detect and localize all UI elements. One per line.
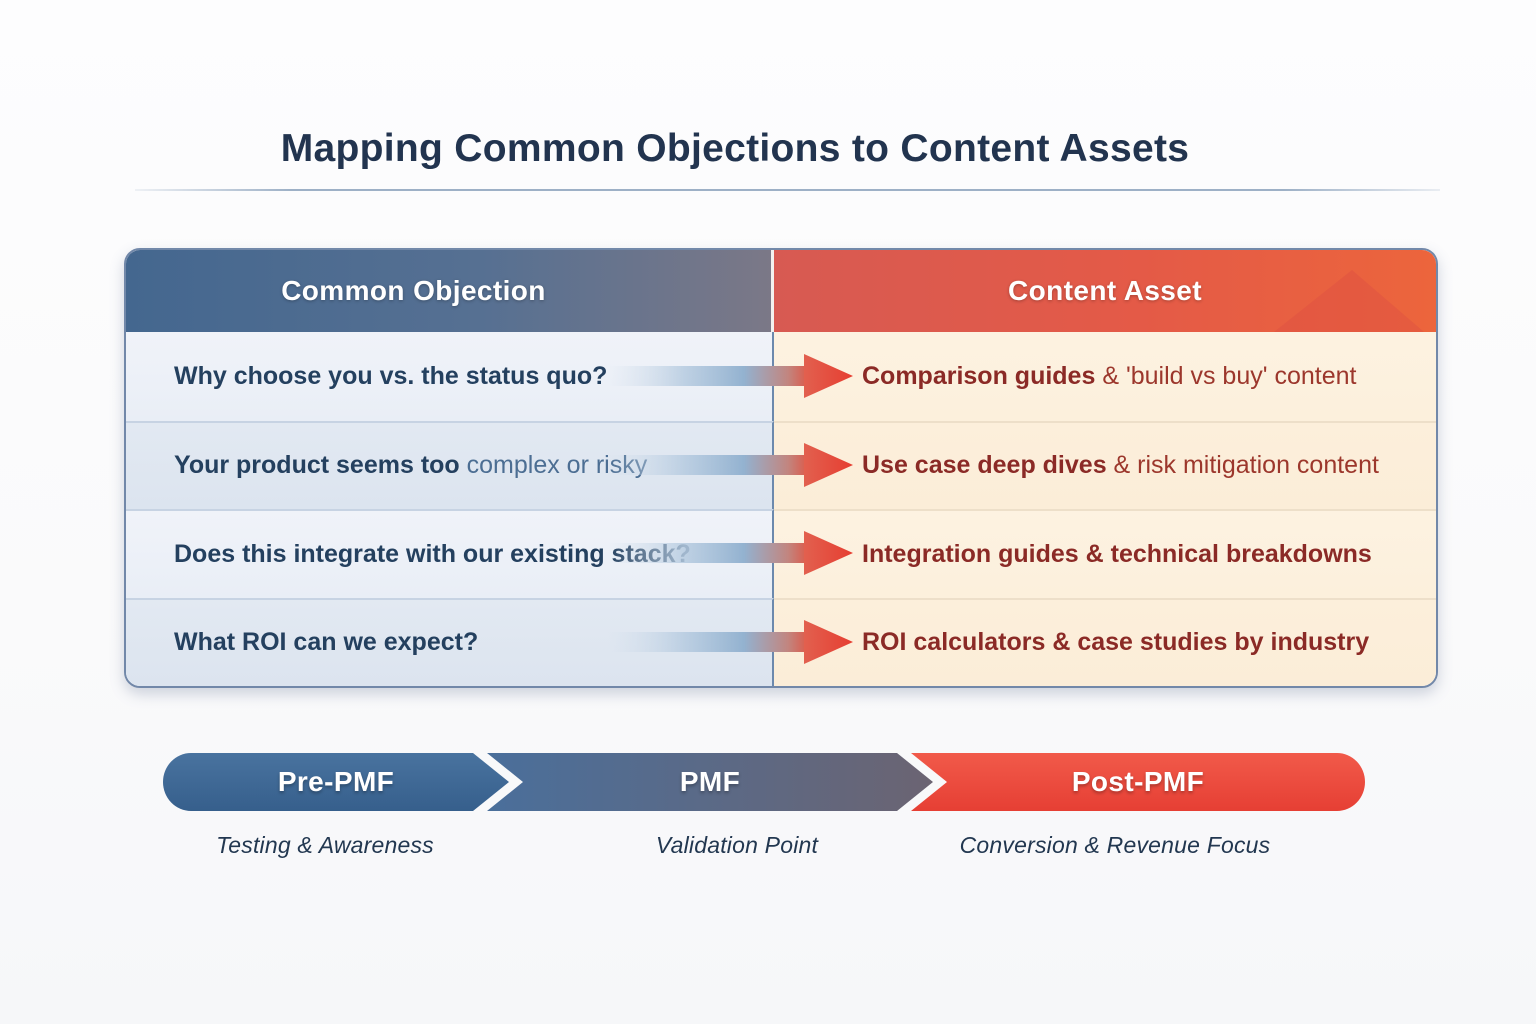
objection-asset-table: Common Objection Content Asset Why choos… bbox=[124, 248, 1438, 688]
title-divider bbox=[135, 189, 1440, 191]
table-row: Why choose you vs. the status quo? Compa… bbox=[126, 332, 1436, 421]
caption-post-pmf: Conversion & Revenue Focus bbox=[959, 832, 1271, 858]
objection-text: Does this integrate with our existing st… bbox=[174, 539, 691, 568]
header-content-asset: Content Asset bbox=[774, 250, 1436, 332]
objection-cell: Your product seems too complex or risky bbox=[126, 420, 774, 509]
stage-pre-pmf-shape bbox=[163, 753, 509, 811]
caption-pre-pmf: Testing & Awareness bbox=[216, 832, 434, 858]
objection-text: What ROI can we expect? bbox=[174, 628, 479, 657]
pmf-timeline: Pre-PMF PMF Post-PMF bbox=[163, 753, 1365, 811]
asset-text: Comparison guides bbox=[862, 361, 1096, 390]
objection-cell: Why choose you vs. the status quo? bbox=[126, 332, 774, 421]
table-header-row: Common Objection Content Asset bbox=[126, 250, 1436, 332]
asset-text-secondary: & risk mitigation content bbox=[1106, 451, 1379, 480]
asset-cell: Integration guides & technical breakdown… bbox=[774, 509, 1436, 598]
asset-text: Integration guides & technical breakdown… bbox=[862, 539, 1372, 568]
asset-cell: ROI calculators & case studies by indust… bbox=[774, 597, 1436, 686]
stage-label-post-pmf: Post-PMF bbox=[1071, 766, 1205, 797]
header-common-objection: Common Objection bbox=[126, 250, 774, 332]
stage-post-pmf-shape bbox=[911, 753, 1365, 811]
header-content-asset-label: Content Asset bbox=[1008, 275, 1202, 306]
stage-pmf-shape bbox=[487, 753, 933, 811]
asset-text: ROI calculators & case studies by indust… bbox=[862, 628, 1370, 657]
table-row: Your product seems too complex or risky … bbox=[126, 420, 1436, 509]
asset-cell: Use case deep dives & risk mitigation co… bbox=[774, 420, 1436, 509]
stage-label-pre-pmf: Pre-PMF bbox=[277, 766, 395, 797]
timeline-captions: Testing & Awareness Validation Point Con… bbox=[163, 832, 1365, 872]
caption-pmf: Validation Point bbox=[655, 832, 819, 858]
page-title: Mapping Common Objections to Content Ass… bbox=[280, 127, 1190, 170]
objection-text: Your product seems too bbox=[174, 451, 460, 480]
objection-cell: Does this integrate with our existing st… bbox=[126, 509, 774, 598]
table-row: What ROI can we expect? ROI calculators … bbox=[126, 597, 1436, 686]
stage-label-pmf: PMF bbox=[679, 766, 741, 797]
asset-text-secondary: & 'build vs buy' content bbox=[1095, 361, 1357, 390]
objection-text: Why choose you vs. the status quo? bbox=[174, 361, 608, 390]
asset-text: Use case deep dives bbox=[862, 451, 1107, 480]
objection-cell: What ROI can we expect? bbox=[126, 597, 774, 686]
timeline-chevron-bar bbox=[163, 753, 1365, 811]
objection-text-secondary: complex or risky bbox=[459, 451, 648, 480]
header-triangle-decoration bbox=[1274, 270, 1424, 332]
table-row: Does this integrate with our existing st… bbox=[126, 509, 1436, 598]
asset-cell: Comparison guides & 'build vs buy' conte… bbox=[774, 332, 1436, 421]
